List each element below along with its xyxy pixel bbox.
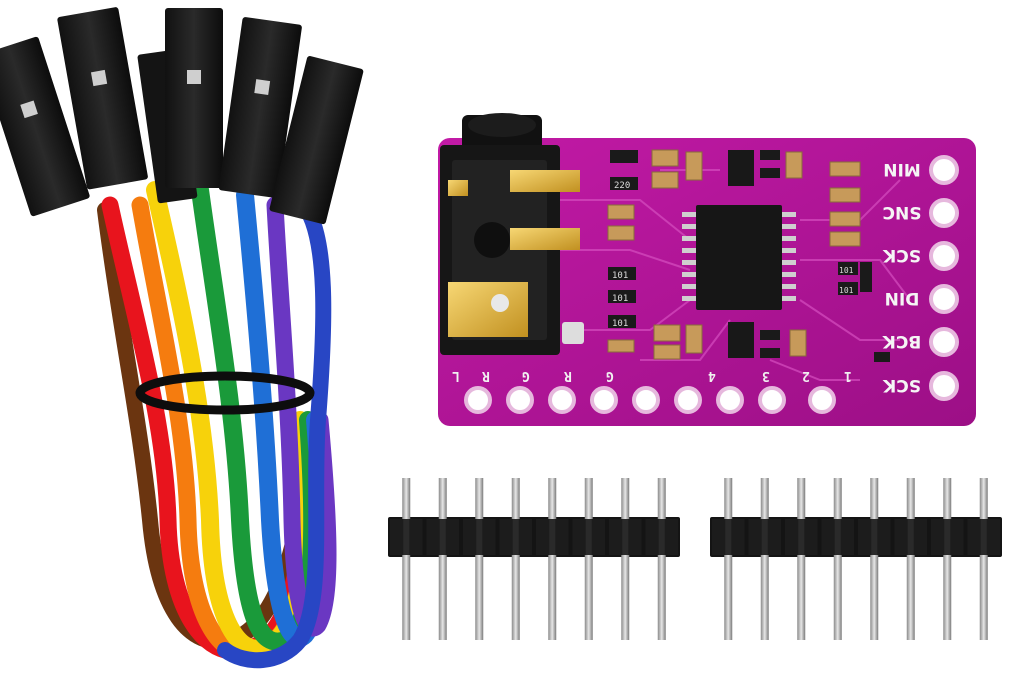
audio-jack [440,113,584,355]
resistor-code: 220 [614,181,630,191]
wire-purple [266,196,337,637]
pad-hole [929,284,959,314]
header-pin [438,478,447,640]
pad-hole [674,386,702,414]
pad-hole [929,241,959,271]
pad-hole [929,371,959,401]
smd-capacitors [607,149,861,360]
header-pin [979,478,988,640]
header-pin [833,478,842,640]
header-pin-core [549,519,556,555]
resistor-code: 101 [839,266,854,275]
header-pin [760,478,769,640]
pad-label: 4 [708,368,716,383]
wire-dark-blue [217,192,332,669]
header-pin [724,478,733,640]
header-pin-core [980,519,987,555]
header-pin-core [798,519,805,555]
dupont-connector [269,56,364,225]
dupont-connector [57,7,148,190]
pad-hole [929,198,959,228]
header-pin [584,478,593,640]
header-plastic-body [710,517,1002,557]
header-pin [657,478,666,640]
pad-label: G [522,368,530,383]
pin-label: SCK [882,245,921,265]
pad-hole [548,386,576,414]
pad-label: 1 [844,368,852,383]
header-pin [621,478,630,640]
right-pin-header: MIN SNC SCK DIN BCK SCK [882,155,959,401]
pcm-audio-board: 220 101 101 101 101 101 MIN SNC SCK DIN … [438,113,976,426]
regulator-chip [728,150,754,186]
pin-label: SCK [882,375,921,395]
pin-label: SNC [883,202,922,222]
pin-label: DIN [885,288,920,308]
header-plastic-body [388,517,680,557]
header-pin-core [761,519,768,555]
rubber-band [135,371,315,415]
header-pin [475,478,484,640]
pad-hole [929,327,959,357]
pad-label: R [564,368,572,383]
pad-label: 2 [802,368,810,383]
header-pin-core [403,519,410,555]
pad-label: R [482,368,490,383]
header-pin [906,478,915,640]
header-pin-core [622,519,629,555]
header-pin [943,478,952,640]
header-pin [511,478,520,640]
smd-resistors [608,150,890,362]
pin-label: MIN [883,159,920,179]
header-pin-core [871,519,878,555]
pad-label: L [452,368,460,383]
pin-label: BCK [882,331,921,351]
resistor-code: 101 [612,294,628,304]
resistor-code: 101 [612,319,628,329]
pad-hole [758,386,786,414]
header-pin-core [439,519,446,555]
resistor-code: 101 [839,286,854,295]
pin-header-strip-left [388,478,680,640]
header-pin-core [907,519,914,555]
header-pin-core [834,519,841,555]
dupont-connectors [0,7,364,225]
pad-hole [929,155,959,185]
header-pin-core [944,519,951,555]
header-pin-core [658,519,665,555]
pad-hole [464,386,492,414]
header-pin-core [512,519,519,555]
dupont-connector [0,36,90,217]
header-pin [548,478,557,640]
dupont-connector [218,17,302,198]
pad-hole [632,386,660,414]
dupont-connector [165,8,223,188]
dac-chip [682,205,796,310]
header-pin-core [585,519,592,555]
bottom-pin-row: L R G R G 4 3 2 1 [452,368,852,414]
header-pin-core [476,519,483,555]
header-pin [870,478,879,640]
pcb-traces [560,169,911,381]
regulator-chip [728,322,754,358]
pad-hole [590,386,618,414]
header-pin [402,478,411,640]
pin-header-strip-right [710,478,1002,640]
pad-hole [808,386,836,414]
pad-label: 3 [762,368,770,383]
pad-hole [716,386,744,414]
pad-label: G [606,368,614,383]
resistor-code: 101 [612,271,628,281]
header-pin [797,478,806,640]
header-pin-core [725,519,732,555]
pad-hole [506,386,534,414]
jumper-wire-bundle [97,181,337,669]
